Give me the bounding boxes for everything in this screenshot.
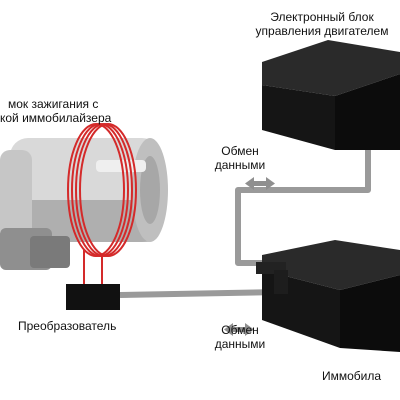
wiring bbox=[119, 140, 371, 298]
ignition-lock-label: мок зажигания с кой иммобилайзера bbox=[0, 97, 111, 125]
ecu-label-line2: управления двигателем bbox=[255, 24, 389, 38]
immobilizer-box bbox=[256, 240, 400, 352]
ignition-lock-label-line1: мок зажигания с bbox=[8, 97, 99, 111]
transducer-label: Преобразователь bbox=[18, 319, 117, 333]
ecu-box bbox=[262, 40, 400, 150]
immobilizer-coil bbox=[67, 123, 137, 286]
wire-ecu-to-immobilizer bbox=[235, 140, 371, 266]
wire-transducer-to-immobilizer bbox=[119, 289, 281, 298]
data-exchange-label-top: Обмен данными bbox=[210, 144, 270, 172]
data-exchange-label-bottom: Обмен данными bbox=[210, 323, 270, 351]
ecu-label-line1: Электронный блок bbox=[270, 10, 374, 24]
data-exchange-top-line1: Обмен bbox=[221, 144, 259, 158]
transducer-block bbox=[66, 284, 120, 310]
ignition-lock-label-line2: кой иммобилайзера bbox=[0, 111, 112, 125]
data-exchange-top-line2: данными bbox=[214, 158, 266, 172]
data-exchange-bottom-line2: данными bbox=[214, 337, 266, 351]
exchange-arrow-icon bbox=[245, 177, 275, 190]
immobilizer-label: Иммобила bbox=[322, 369, 382, 383]
ecu-label: Электронный блок управления двигателем bbox=[232, 10, 400, 38]
exchange-arrow-icon bbox=[224, 323, 254, 336]
data-exchange-bottom-line1: Обмен bbox=[221, 323, 259, 337]
